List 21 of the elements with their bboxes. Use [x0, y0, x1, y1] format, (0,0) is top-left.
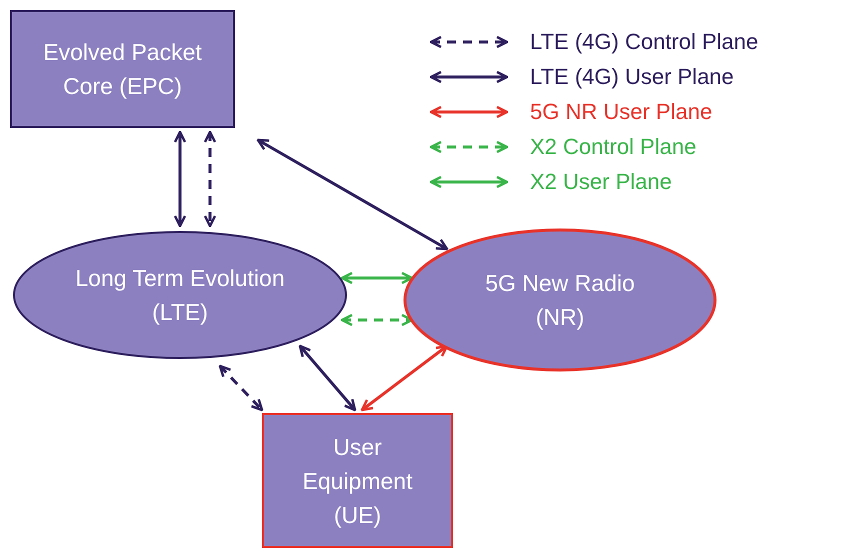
ellipse-node: [12, 230, 348, 360]
arrow: [340, 314, 414, 326]
ellipse-node: [403, 228, 717, 372]
arrow: [256, 138, 448, 250]
legend-label: X2 User Plane: [530, 169, 672, 195]
arrow: [204, 130, 216, 228]
arrow: [218, 364, 264, 412]
arrow: [360, 344, 448, 412]
legend-label: LTE (4G) Control Plane: [530, 29, 758, 55]
legend-label: 5G NR User Plane: [530, 99, 712, 125]
legend-label: LTE (4G) User Plane: [530, 64, 734, 90]
node-label: 5G New Radio (NR): [484, 269, 636, 332]
process-box: [10, 10, 235, 128]
arrow: [174, 130, 186, 228]
arrow: [340, 272, 414, 284]
arrow: [298, 344, 356, 412]
legend-label: X2 Control Plane: [530, 134, 696, 160]
process-box: [262, 413, 453, 548]
node-label: Evolved Packet Core (EPC): [42, 38, 203, 101]
node-label: Long Term Evolution (LTE): [74, 264, 286, 327]
node-label: User Equipment (UE): [302, 432, 414, 530]
